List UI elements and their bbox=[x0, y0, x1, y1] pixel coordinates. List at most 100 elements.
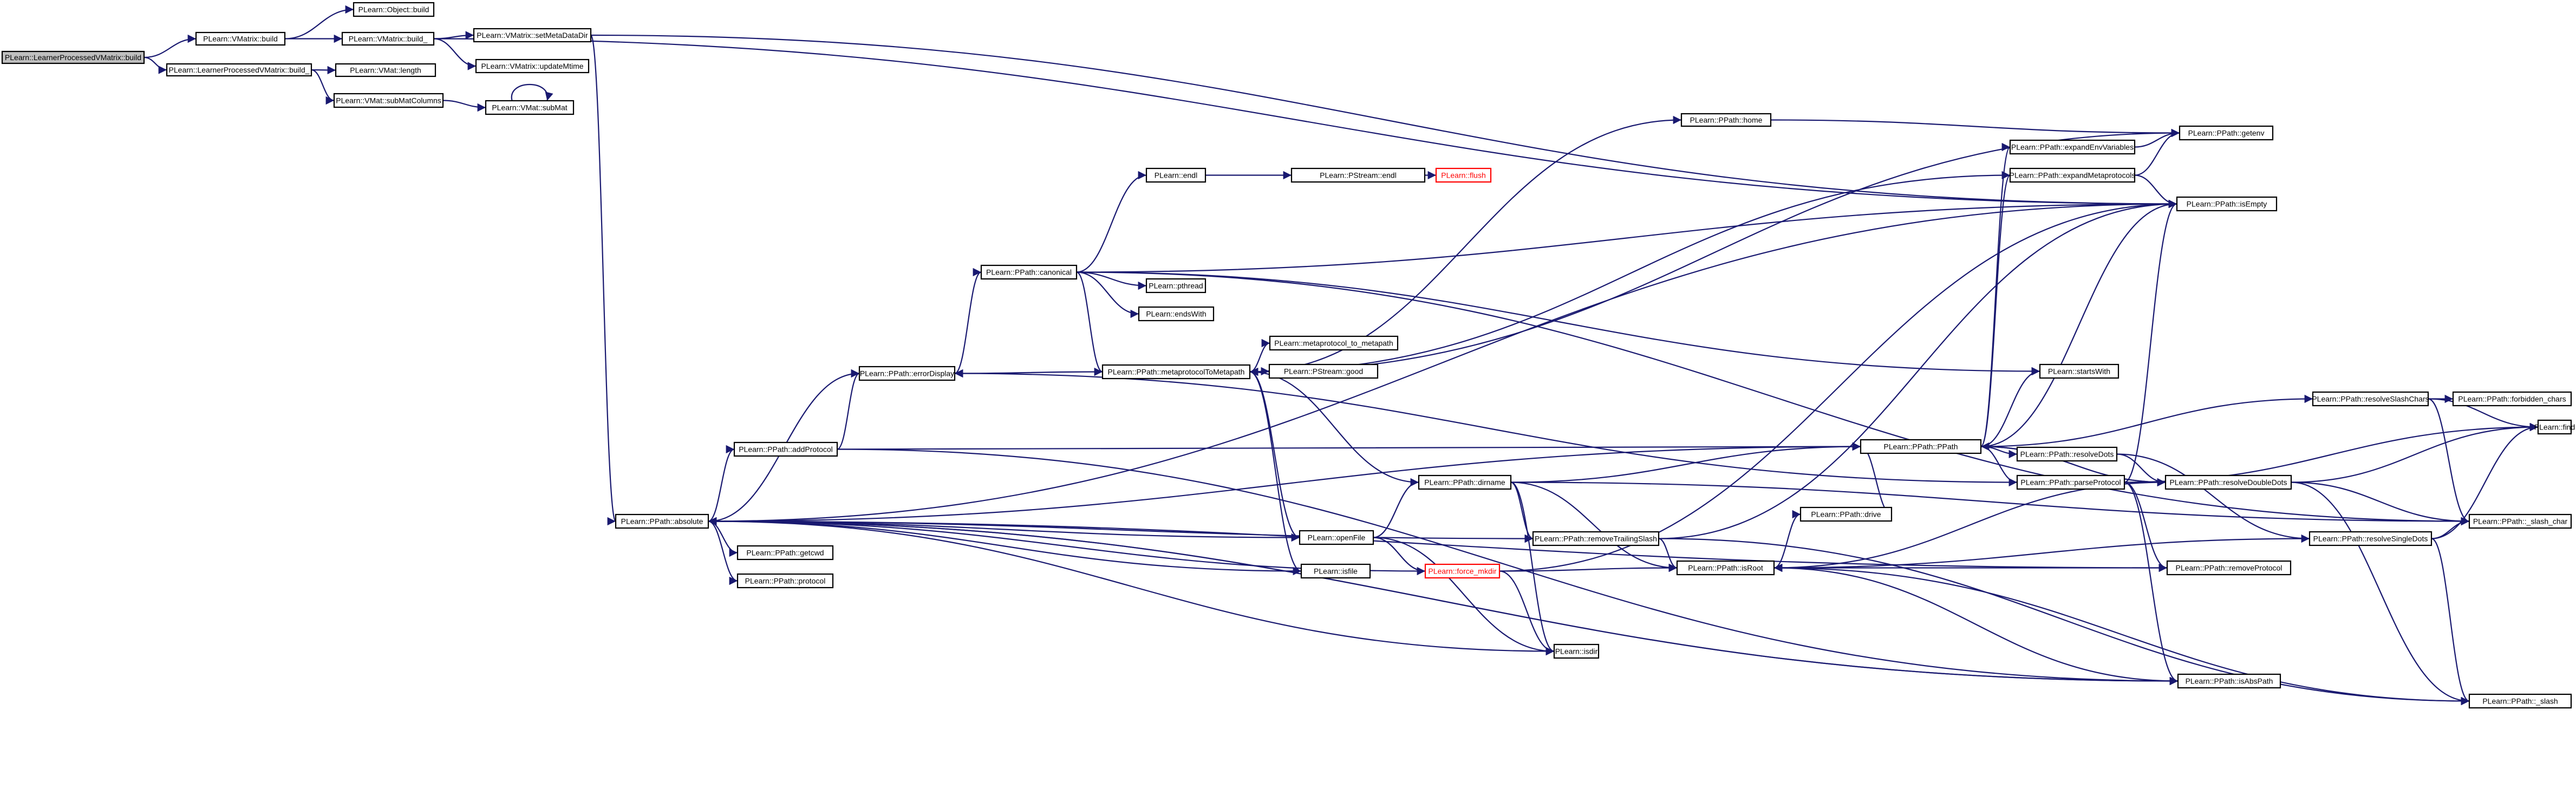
node-isEmpty[interactable]: PLearn::PPath::isEmpty bbox=[2176, 196, 2278, 212]
node-box[interactable] bbox=[1418, 474, 1512, 490]
node-box[interactable] bbox=[485, 100, 575, 115]
node-box[interactable] bbox=[473, 28, 592, 43]
node-box[interactable] bbox=[1532, 531, 1660, 546]
node-forbidden[interactable]: PLearn::PPath::forbidden_chars bbox=[2452, 391, 2572, 407]
node-box[interactable] bbox=[733, 441, 838, 457]
node-box[interactable] bbox=[2164, 474, 2292, 490]
node-length[interactable]: PLearn::VMat::length bbox=[335, 63, 436, 77]
node-ps_endl[interactable]: PLearn::PStream::endl bbox=[1290, 167, 1426, 183]
node-removeTrailing[interactable]: PLearn::PPath::removeTrailingSlash bbox=[1532, 531, 1660, 546]
node-box[interactable] bbox=[1676, 560, 1775, 576]
node-box[interactable] bbox=[2009, 167, 2136, 183]
node-drive[interactable]: PLearn::PPath::drive bbox=[1799, 506, 1893, 522]
node-box[interactable] bbox=[2452, 391, 2572, 407]
node-box[interactable] bbox=[166, 63, 312, 77]
node-openFile[interactable]: PLearn::openFile bbox=[1299, 530, 1374, 545]
node-resolveDoubleDots[interactable]: PLearn::PPath::resolveDoubleDots bbox=[2164, 474, 2292, 490]
node-mp_toMetapath[interactable]: PLearn::PPath::metaprotocolToMetapath bbox=[1101, 364, 1251, 380]
node-box[interactable] bbox=[1290, 167, 1426, 183]
node-box[interactable] bbox=[2308, 531, 2432, 546]
node-subMatColumns[interactable]: PLearn::VMat::subMatColumns bbox=[333, 93, 444, 108]
node-box[interactable] bbox=[1680, 113, 1772, 127]
node-resolveDots[interactable]: PLearn::PPath::resolveDots bbox=[2016, 446, 2118, 462]
node-box[interactable] bbox=[980, 264, 1078, 280]
node-box[interactable] bbox=[195, 31, 286, 46]
node-ppath[interactable]: PLearn::PPath::PPath bbox=[1860, 439, 1982, 454]
node-isRoot[interactable]: PLearn::PPath::isRoot bbox=[1676, 560, 1775, 576]
node-box[interactable] bbox=[1799, 506, 1893, 522]
node-errorDisplay[interactable]: PLearn::PPath::errorDisplay bbox=[858, 366, 956, 381]
node-box[interactable] bbox=[341, 31, 435, 46]
node-box[interactable] bbox=[1, 50, 145, 64]
node-startsWith[interactable]: PLearn::startsWith bbox=[2039, 363, 2120, 379]
node-root[interactable]: PLearn::LearnerProcessedVMatrix::build bbox=[1, 50, 145, 64]
node-box[interactable] bbox=[1860, 439, 1982, 454]
node-vm_build_[interactable]: PLearn::VMatrix::build_ bbox=[341, 31, 435, 46]
node-box[interactable] bbox=[1299, 530, 1374, 545]
node-box[interactable] bbox=[2166, 560, 2292, 576]
node-box[interactable] bbox=[1424, 563, 1501, 579]
node-getenv[interactable]: PLearn::PPath::getenv bbox=[2179, 125, 2274, 141]
node-box[interactable] bbox=[2537, 419, 2572, 435]
node-box[interactable] bbox=[2009, 139, 2136, 155]
node-box[interactable] bbox=[2468, 513, 2572, 529]
node-box[interactable] bbox=[2016, 446, 2118, 462]
node-box[interactable] bbox=[858, 366, 956, 381]
node-ps_good[interactable]: PLearn::PStream::good bbox=[1268, 363, 1379, 379]
node-isdir[interactable]: PLearn::isdir bbox=[1553, 643, 1600, 659]
node-box[interactable] bbox=[1145, 167, 1207, 183]
node-box[interactable] bbox=[335, 63, 436, 77]
node-box[interactable] bbox=[1101, 364, 1251, 380]
node-box[interactable] bbox=[1435, 167, 1492, 183]
node-updateMtime[interactable]: PLearn::VMatrix::updateMtime bbox=[475, 58, 590, 74]
node-box[interactable] bbox=[1145, 278, 1207, 294]
node-isfile[interactable]: PLearn::isfile bbox=[1300, 563, 1371, 579]
node-lpvm_build_[interactable]: PLearn::LearnerProcessedVMatrix::build_ bbox=[166, 63, 312, 77]
node-box[interactable] bbox=[353, 2, 435, 17]
node-force_mkdir[interactable]: PLearn::force_mkdir bbox=[1424, 563, 1501, 579]
node-box[interactable] bbox=[1138, 306, 1215, 322]
node-subMat[interactable]: PLearn::VMat::subMat bbox=[485, 100, 575, 115]
node-box[interactable] bbox=[1300, 563, 1371, 579]
node-vm_build[interactable]: PLearn::VMatrix::build bbox=[195, 31, 286, 46]
node-obj_build[interactable]: PLearn::Object::build bbox=[353, 2, 435, 17]
node-mp_to_mp[interactable]: PLearn::metaprotocol_to_metapath bbox=[1269, 335, 1399, 351]
node-box[interactable] bbox=[333, 93, 444, 108]
node-home[interactable]: PLearn::PPath::home bbox=[1680, 113, 1772, 127]
node-resolveSlash[interactable]: PLearn::PPath::resolveSlashChars bbox=[2312, 391, 2429, 407]
node-endsWith[interactable]: PLearn::endsWith bbox=[1138, 306, 1215, 322]
node-setMetaDataDir[interactable]: PLearn::VMatrix::setMetaDataDir bbox=[473, 28, 592, 43]
node-box[interactable] bbox=[736, 545, 834, 561]
node-expandMeta[interactable]: PLearn::PPath::expandMetaprotocols bbox=[2009, 167, 2136, 183]
node-box[interactable] bbox=[1553, 643, 1600, 659]
node-removeProtocol[interactable]: PLearn::PPath::removeProtocol bbox=[2166, 560, 2292, 576]
node-box[interactable] bbox=[2016, 474, 2125, 490]
node-slash[interactable]: PLearn::PPath::_slash bbox=[2468, 693, 2572, 709]
node-flush[interactable]: PLearn::flush bbox=[1435, 167, 1492, 183]
node-box[interactable] bbox=[1268, 363, 1379, 379]
node-box[interactable] bbox=[2176, 196, 2278, 212]
node-box[interactable] bbox=[2312, 391, 2429, 407]
node-resolveSingle[interactable]: PLearn::PPath::resolveSingleDots bbox=[2308, 531, 2432, 546]
node-isAbsPath[interactable]: PLearn::PPath::isAbsPath bbox=[2177, 673, 2281, 689]
node-box[interactable] bbox=[2039, 363, 2120, 379]
node-canonical[interactable]: PLearn::PPath::canonical bbox=[980, 264, 1078, 280]
node-absolute[interactable]: PLearn::PPath::absolute bbox=[615, 513, 709, 529]
node-box[interactable] bbox=[2177, 673, 2281, 689]
node-getcwd[interactable]: PLearn::PPath::getcwd bbox=[736, 545, 834, 561]
node-box[interactable] bbox=[2179, 125, 2274, 141]
node-protocol[interactable]: PLearn::PPath::protocol bbox=[736, 573, 834, 589]
node-parseProtocol[interactable]: PLearn::PPath::parseProtocol bbox=[2016, 474, 2125, 490]
node-slash_char[interactable]: PLearn::PPath::_slash_char bbox=[2468, 513, 2572, 529]
node-find[interactable]: PLearn::find bbox=[2534, 419, 2575, 435]
node-box[interactable] bbox=[736, 573, 834, 589]
node-box[interactable] bbox=[2468, 693, 2572, 709]
node-box[interactable] bbox=[475, 58, 590, 74]
node-pthread[interactable]: PLearn::pthread bbox=[1145, 278, 1207, 294]
node-expandEnv[interactable]: PLearn::PPath::expandEnvVariables bbox=[2009, 139, 2136, 155]
node-endl[interactable]: PLearn::endl bbox=[1145, 167, 1207, 183]
node-box[interactable] bbox=[1269, 335, 1399, 351]
node-addProtocol[interactable]: PLearn::PPath::addProtocol bbox=[733, 441, 838, 457]
node-dirname[interactable]: PLearn::PPath::dirname bbox=[1418, 474, 1512, 490]
node-box[interactable] bbox=[615, 513, 709, 529]
